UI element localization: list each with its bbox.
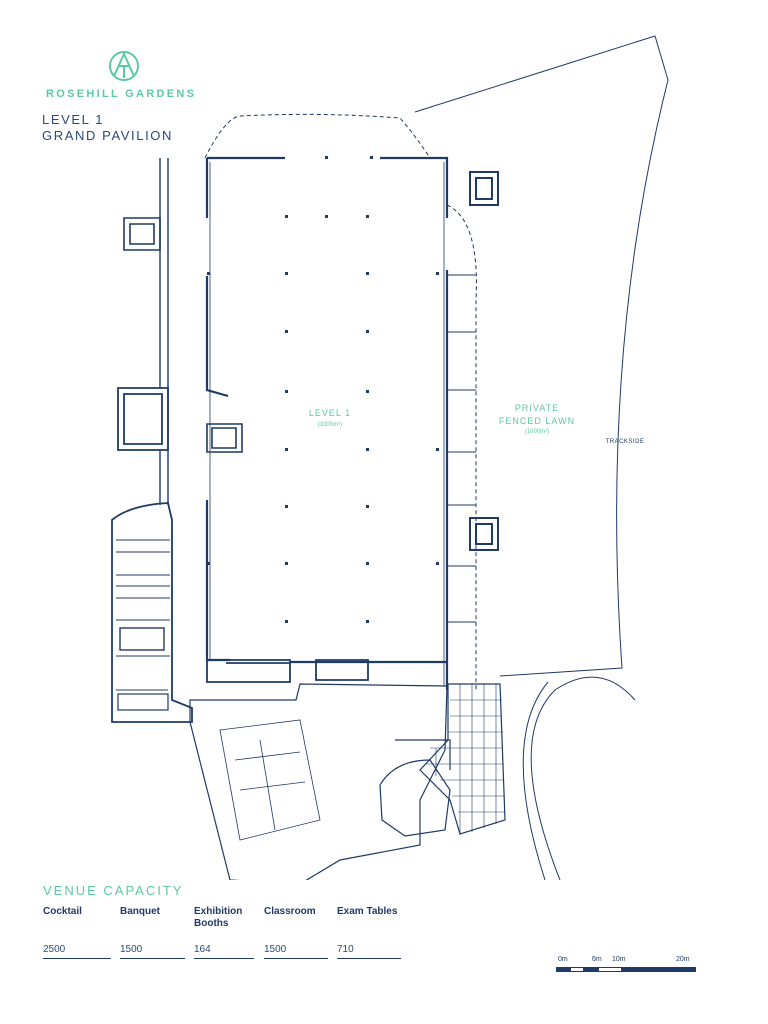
bay-windows <box>447 274 476 685</box>
scale-labels: 0m 6m 10m 20m <box>556 956 696 966</box>
lounge <box>379 739 451 837</box>
scale-bar: 0m 6m 10m 20m <box>556 956 696 972</box>
capacity-value: 2500 <box>43 944 111 959</box>
capacity-banquet: Banquet 1500 <box>120 906 185 959</box>
toilets <box>116 539 170 691</box>
page-title: LEVEL 1 GRAND PAVILION <box>42 112 173 144</box>
terrace-dashed <box>204 113 431 159</box>
capacity-value: 1500 <box>120 944 185 959</box>
capacity-exam-tables: Exam Tables 710 <box>337 906 407 959</box>
brand-name: ROSEHILL GARDENS <box>46 88 197 100</box>
hall-label: LEVEL 1 <box>309 408 351 418</box>
capacity-label: Exhibition Booths <box>194 906 243 929</box>
title-level: LEVEL 1 <box>42 112 105 127</box>
lawn-label-1: PRIVATE <box>515 403 559 413</box>
capacity-cocktail: Cocktail 2500 <box>43 906 111 959</box>
capacity-label: Exam Tables <box>337 906 398 917</box>
capacity-exhibition: Exhibition Booths 164 <box>194 906 258 959</box>
bar-counter <box>206 659 369 683</box>
track-curve-inner <box>522 681 549 880</box>
scale-segments <box>556 967 696 972</box>
column-grid <box>207 156 439 623</box>
capacity-label: Banquet <box>120 906 160 917</box>
amenity-block <box>111 502 193 723</box>
lawn-area: (1000m²) <box>525 429 549 435</box>
capacity-classroom: Classroom 1500 <box>264 906 328 959</box>
capacity-label: Cocktail <box>43 906 82 917</box>
stair-right-low <box>469 517 499 551</box>
capacity-label: Classroom <box>264 906 316 917</box>
capacity-heading: VENUE CAPACITY <box>43 883 184 898</box>
stair-right-top <box>469 171 499 206</box>
scale-label-6: 6m <box>592 956 602 963</box>
scale-label-20: 20m <box>676 956 690 963</box>
hall-area: (3300m²) <box>318 422 342 428</box>
capacity-value: 164 <box>194 944 254 959</box>
scale-label-10: 10m <box>612 956 626 963</box>
paved-terrace <box>419 683 506 835</box>
main-hall-inner <box>209 162 445 686</box>
trackside-label: TRACKSIDE <box>606 439 645 445</box>
capacity-value: 710 <box>337 944 401 959</box>
stair-left-top <box>123 217 161 251</box>
lawn-dashed <box>446 204 477 690</box>
kitchen-room <box>119 627 165 651</box>
lower-building <box>189 683 448 880</box>
lift-core <box>206 423 243 453</box>
lawn-label-2: FENCED LAWN <box>499 416 575 426</box>
monogram-circle-icon <box>109 51 139 81</box>
capacity-value: 1500 <box>264 944 328 959</box>
track-curve <box>530 676 636 880</box>
lower-rooms <box>219 719 321 841</box>
floor-plan: LEVEL 1 (3300m²) PRIVATE FENCED LAWN (10… <box>111 35 669 880</box>
left-corridor <box>159 158 169 505</box>
title-venue: GRAND PAVILION <box>42 128 173 143</box>
trackside-boundary <box>414 35 669 677</box>
stair-left-mid <box>117 387 169 451</box>
scale-label-0: 0m <box>558 956 568 963</box>
store-room <box>117 693 169 711</box>
